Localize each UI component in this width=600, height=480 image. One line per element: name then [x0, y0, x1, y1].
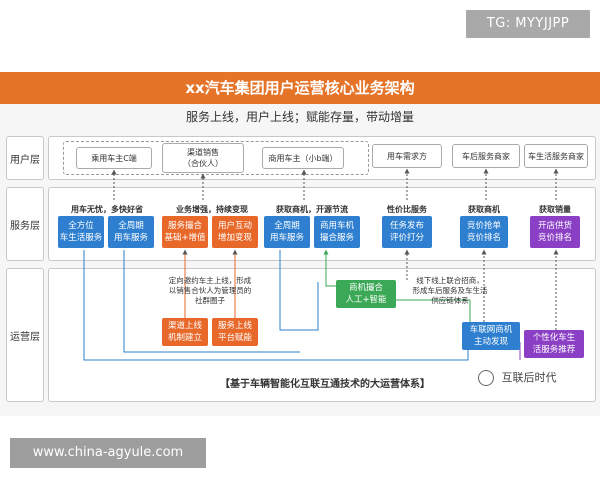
- user-channel-sales: 渠道销售 （合伙人）: [162, 143, 244, 173]
- service-btn-full-cycle-b: 全周期 用车服务: [264, 216, 310, 248]
- layer-label-user: 用户层: [6, 136, 44, 180]
- diagram-title: xx汽车集团用户运营核心业务架构: [0, 72, 600, 104]
- operation-btn-iov: 车联网商机 主动发现: [462, 322, 520, 350]
- operation-banner: 【基于车辆智能化互联互通技术的大运营体系】: [220, 379, 430, 390]
- user-group-dashed: [63, 141, 369, 175]
- service-btn-task-publish: 任务发布 评价打分: [382, 216, 432, 248]
- operation-note-right: 线下线上联合招商， 形成车后服务及车生活 供应链体系: [412, 276, 488, 305]
- user-car-demand: 用车需求方: [372, 144, 442, 168]
- service-btn-shop-supply: 开店供货 竞价排名: [530, 216, 580, 248]
- watermark-site: www.china-agyule.com: [10, 438, 206, 468]
- service-title-col3: 获取商机，开源节流: [276, 205, 348, 214]
- service-title-col5: 获取商机: [468, 205, 500, 214]
- diagram-subtitle: 服务上线，用户上线；赋能存量，带动增量: [185, 110, 414, 124]
- operation-note-left: 定向邀约车主上线，形成 以销售合伙人为管理员的 社群圈子: [168, 276, 252, 305]
- user-aftersales-merchant: 车后服务商家: [452, 144, 520, 168]
- service-title-col1: 用车无忧，多快好省: [71, 205, 143, 214]
- brand-icon: [478, 370, 494, 386]
- operation-btn-match: 商机撮合 人工+智能: [336, 280, 396, 308]
- user-passenger-owner: 乘用车主C端: [76, 147, 152, 169]
- operation-btn-service: 服务上线 平台赋能: [212, 318, 258, 346]
- service-title-col6: 获取销量: [539, 205, 571, 214]
- service-title-col4: 性价比服务: [387, 205, 427, 214]
- operation-btn-personal: 个性化车生 活服务推荐: [524, 330, 584, 358]
- operation-btn-channel: 渠道上线 机制建立: [162, 318, 208, 346]
- watermark-tg: TG: MYYJJPP: [466, 10, 590, 38]
- brand-label: 互联后时代: [478, 368, 588, 388]
- service-btn-interaction: 用户互动 增加变现: [212, 216, 258, 248]
- service-btn-commercial-match: 商用车机 撮合服务: [314, 216, 360, 248]
- layer-label-service: 服务层: [6, 187, 44, 261]
- service-btn-full-cycle: 全周期 用车服务: [108, 216, 154, 248]
- service-btn-bid-grab: 竞价抢单 竞价排名: [460, 216, 508, 248]
- service-btn-match-basic: 服务撮合 基础+增值: [162, 216, 208, 248]
- service-btn-full-life: 全方位 车生活服务: [58, 216, 104, 248]
- user-commercial-owner: 商用车主（小b端）: [262, 147, 344, 169]
- layer-label-operation: 运营层: [6, 268, 44, 402]
- service-title-col2: 业务增强，持续变现: [176, 205, 248, 214]
- user-life-merchant: 车生活服务商家: [524, 144, 588, 168]
- brand-text: 互联后时代: [501, 371, 557, 384]
